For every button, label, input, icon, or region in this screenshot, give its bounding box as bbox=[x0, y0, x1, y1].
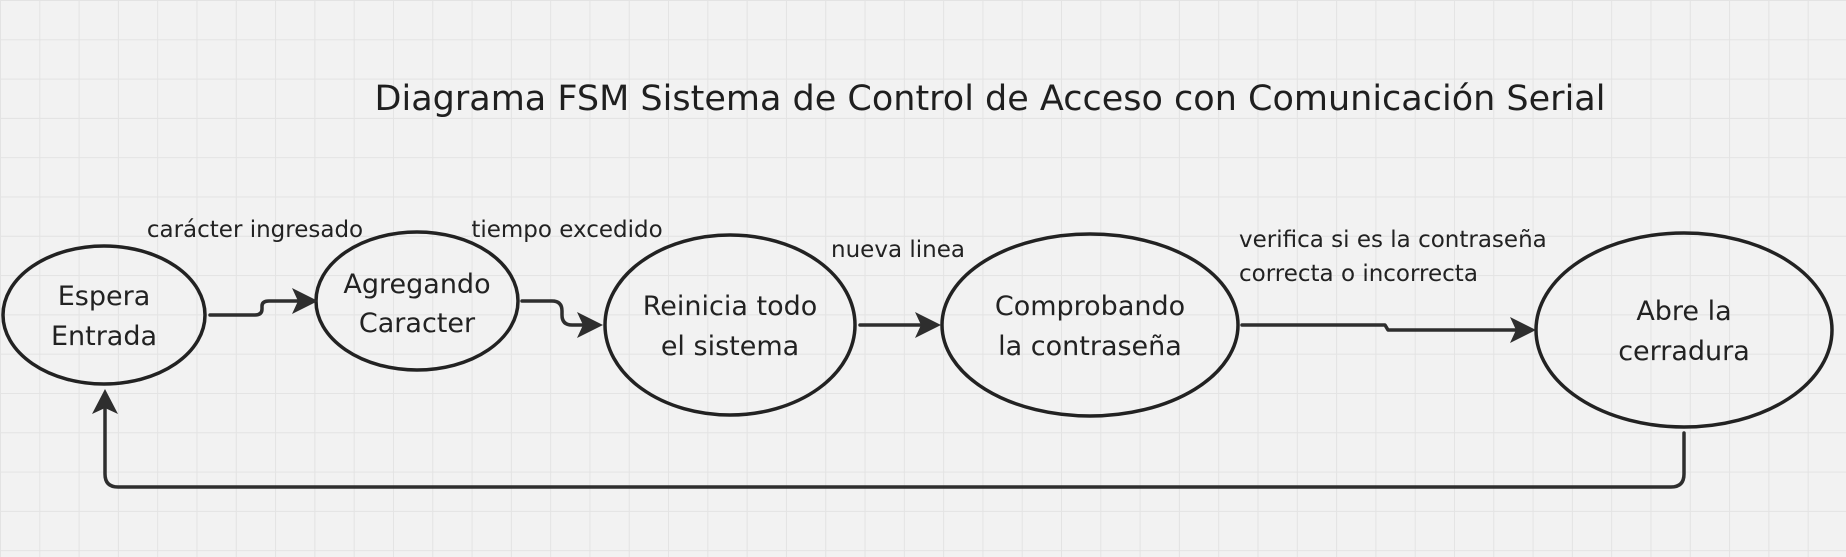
transition-espera-to-agregando-label: carácter ingresado bbox=[147, 217, 363, 243]
state-abre-cerradura-shape bbox=[1534, 231, 1834, 429]
state-agregando-caracter-label-line-1: Agregando bbox=[343, 269, 490, 300]
transition-comprobando-to-abre[interactable] bbox=[1240, 317, 1536, 343]
state-agregando-caracter-shape bbox=[314, 230, 520, 372]
state-comprobando-contrasena[interactable]: Comprobando la contraseña bbox=[940, 232, 1240, 418]
transition-agregando-to-reinicia[interactable] bbox=[520, 299, 603, 338]
state-abre-cerradura-label-line-1: Abre la bbox=[1636, 296, 1731, 327]
state-comprobando-contrasena-label-line-1: Comprobando bbox=[995, 291, 1185, 322]
transition-espera-to-agregando-arrowhead bbox=[292, 288, 318, 314]
transition-abre-to-espera[interactable] bbox=[92, 389, 1686, 489]
state-reinicia-sistema-label-line-2: el sistema bbox=[661, 331, 799, 362]
diagram-title: Diagrama FSM Sistema de Control de Acces… bbox=[375, 79, 1606, 119]
state-agregando-caracter[interactable]: Agregando Caracter bbox=[314, 230, 520, 372]
transition-espera-to-agregando[interactable] bbox=[208, 288, 318, 317]
state-reinicia-sistema-label-line-1: Reinicia todo bbox=[643, 291, 818, 322]
transition-agregando-to-reinicia-arrowhead bbox=[577, 312, 603, 338]
state-espera-entrada-shape bbox=[1, 244, 207, 386]
state-reinicia-sistema[interactable]: Reinicia todo el sistema bbox=[603, 233, 857, 417]
transition-reinicia-to-comprobando[interactable] bbox=[858, 312, 941, 338]
state-comprobando-contrasena-shape bbox=[940, 232, 1240, 418]
transition-abre-to-espera-arrowhead bbox=[92, 389, 118, 414]
state-abre-cerradura[interactable]: Abre la cerradura bbox=[1534, 231, 1834, 429]
state-espera-entrada-label-line-1: Espera bbox=[58, 281, 151, 312]
state-espera-entrada[interactable]: Espera Entrada bbox=[1, 244, 207, 386]
transition-agregando-to-reinicia-line bbox=[520, 299, 587, 327]
transition-reinicia-to-comprobando-label: nueva linea bbox=[831, 237, 965, 263]
transition-comprobando-to-abre-label-line-1: verifica si es la contraseña bbox=[1239, 227, 1547, 253]
transition-comprobando-to-abre-label-line-2: correcta o incorrecta bbox=[1239, 261, 1478, 287]
transition-agregando-to-reinicia-label: tiempo excedido bbox=[471, 217, 662, 243]
state-abre-cerradura-label-line-2: cerradura bbox=[1618, 336, 1750, 367]
transition-espera-to-agregando-line bbox=[208, 299, 302, 317]
transition-comprobando-to-abre-arrowhead bbox=[1510, 317, 1536, 343]
state-agregando-caracter-label-line-2: Caracter bbox=[359, 308, 476, 339]
state-reinicia-sistema-shape bbox=[603, 233, 857, 417]
state-comprobando-contrasena-label-line-2: la contraseña bbox=[998, 331, 1182, 362]
transition-abre-to-espera-line bbox=[103, 403, 1686, 489]
transition-reinicia-to-comprobando-arrowhead bbox=[915, 312, 941, 338]
state-espera-entrada-label-line-2: Entrada bbox=[51, 321, 157, 352]
transition-comprobando-to-abre-line bbox=[1240, 323, 1520, 332]
